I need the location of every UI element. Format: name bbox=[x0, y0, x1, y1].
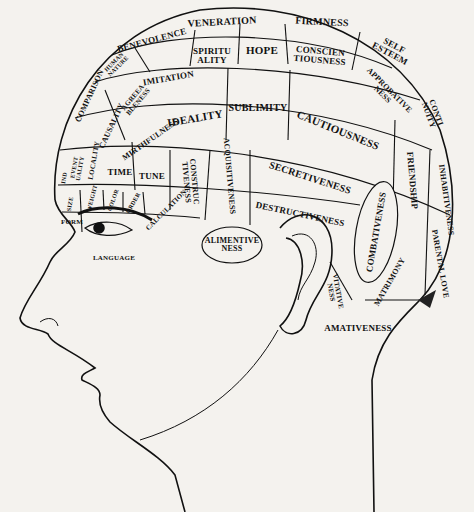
brain-region: LOCALITY bbox=[87, 137, 102, 183]
brain-region: CALCULATION bbox=[144, 188, 188, 232]
region-label: VITATIVE NESS bbox=[324, 271, 345, 313]
ear bbox=[280, 215, 332, 334]
region-label: EVENT UALITY bbox=[68, 152, 85, 184]
brain-region: EVENT UALITY bbox=[68, 152, 85, 184]
region-label: COLOR bbox=[105, 185, 121, 215]
pupil bbox=[94, 223, 104, 233]
region-label: FORM bbox=[59, 219, 85, 226]
region-label: TUNE bbox=[137, 172, 167, 181]
jaw-line bbox=[140, 330, 278, 440]
hatch-patch bbox=[418, 290, 436, 308]
region-label: TIME bbox=[105, 168, 135, 177]
region-label: SPIRITU ALITY bbox=[192, 47, 232, 65]
region-label: CONSCIEN TIOUSNESS bbox=[288, 44, 351, 67]
brain-region: IND bbox=[59, 168, 68, 189]
brain-region: TIME bbox=[105, 168, 135, 177]
region-label: BENEVOLENCE bbox=[112, 25, 192, 54]
region-label: AMATIVENESS bbox=[318, 324, 398, 333]
region-label: SECRETIVENESS bbox=[261, 158, 359, 198]
brain-region: FORM bbox=[59, 219, 85, 226]
brain-region: COMPARISON bbox=[72, 63, 109, 130]
region-label: SUBLIMITY bbox=[227, 103, 289, 113]
region-label: ALIMENTIVE NESS bbox=[201, 237, 263, 253]
brain-region: CONSTRUC TIVENESS bbox=[180, 155, 200, 208]
brain-region: MIRTHFULNESS bbox=[117, 115, 183, 165]
brain-region: TUNE bbox=[137, 172, 167, 181]
nostril bbox=[40, 319, 58, 326]
region-label: LOCALITY bbox=[87, 137, 102, 183]
brain-region: SIZE bbox=[65, 190, 76, 219]
brain-region: FIRMNESS bbox=[282, 15, 362, 29]
eye bbox=[85, 222, 132, 235]
region-label: FRIENDSHIP bbox=[404, 145, 419, 216]
region-label: SIZE bbox=[65, 190, 76, 219]
brain-region: BENEVOLENCE bbox=[112, 25, 192, 54]
region-label: IND bbox=[59, 168, 68, 189]
brain-region: SUBLIMITY bbox=[227, 103, 289, 113]
region-label: AGREEA BLENESS bbox=[120, 82, 153, 117]
region-ellipse bbox=[202, 227, 262, 263]
brain-region: DESTRUCTIVENESS bbox=[250, 199, 350, 229]
region-label: ACQUISITIVENESS bbox=[221, 131, 237, 221]
region-label: COMPARISON bbox=[72, 63, 109, 130]
brain-region: SPIRITU ALITY bbox=[192, 47, 232, 65]
brain-region: LANGUAGE bbox=[84, 255, 144, 262]
brain-region: AGREEA BLENESS bbox=[120, 82, 153, 117]
brain-region: SELF ESTEEM bbox=[368, 32, 415, 69]
region-label: MIRTHFULNESS bbox=[117, 115, 183, 165]
region-label: FIRMNESS bbox=[282, 15, 362, 29]
region-label: SELF ESTEEM bbox=[368, 32, 415, 69]
brain-region: ALIMENTIVE NESS bbox=[201, 226, 263, 264]
region-borders bbox=[58, 24, 450, 300]
face-profile bbox=[20, 200, 185, 512]
brain-region: SECRETIVENESS bbox=[261, 158, 359, 198]
brain-region: VITATIVE NESS bbox=[324, 271, 345, 313]
brain-region: COLOR bbox=[105, 185, 121, 215]
brain-region: CONSCIEN TIOUSNESS bbox=[288, 44, 351, 67]
brain-region: CAUTIOUSNESS bbox=[290, 106, 387, 154]
region-label: CAUTIOUSNESS bbox=[290, 106, 387, 154]
brain-region: FRIENDSHIP bbox=[404, 145, 419, 216]
skull-outline bbox=[55, 8, 453, 512]
region-label: CONSTRUC TIVENESS bbox=[180, 155, 200, 208]
region-label: DESTRUCTIVENESS bbox=[250, 199, 350, 229]
brain-region: ACQUISITIVENESS bbox=[221, 131, 237, 221]
brain-region: AMATIVENESS bbox=[318, 324, 398, 333]
region-label: LANGUAGE bbox=[84, 255, 144, 262]
brain-region: CONTI NUITY bbox=[419, 97, 444, 131]
region-label: CONTI NUITY bbox=[419, 97, 444, 131]
brain-region: HOPE bbox=[242, 45, 282, 56]
region-label: HOPE bbox=[242, 45, 282, 56]
region-label: CALCULATION bbox=[144, 188, 188, 232]
ear-inner bbox=[292, 234, 316, 300]
